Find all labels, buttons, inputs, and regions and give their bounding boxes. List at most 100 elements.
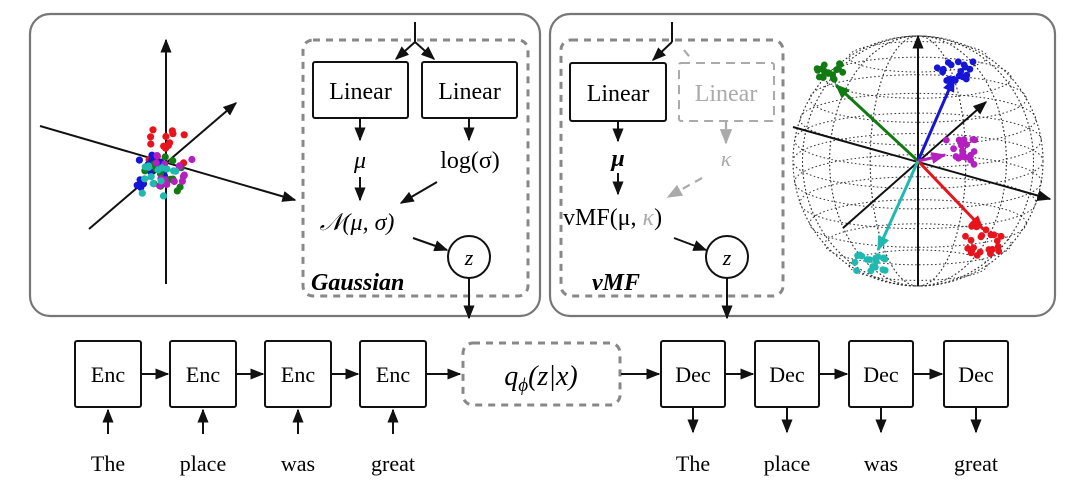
gaussian-split-left bbox=[394, 41, 416, 60]
encoder-input-word: was bbox=[281, 451, 315, 476]
posterior-q: q bbox=[504, 361, 518, 392]
decoder-cell-label: Dec bbox=[769, 362, 805, 387]
encoder-input-word: great bbox=[371, 451, 415, 476]
scatter-point bbox=[133, 181, 141, 189]
scatter-point bbox=[170, 177, 178, 185]
sphere-point-cyan bbox=[874, 253, 882, 260]
encoder-cell: Enc bbox=[264, 340, 332, 408]
mean-direction-blue bbox=[916, 76, 956, 162]
sphere-longitude bbox=[869, 35, 967, 287]
decoder-output-word: The bbox=[676, 451, 710, 476]
sphere-point-red bbox=[988, 245, 996, 253]
gaussian-panel bbox=[28, 12, 542, 318]
sphere-point-blue bbox=[959, 73, 967, 81]
sphere-point-red bbox=[994, 243, 1002, 250]
gaussian-linear-left: Linear bbox=[312, 61, 409, 119]
sphere-point-magenta bbox=[967, 151, 974, 159]
sphere-point-blue bbox=[954, 58, 962, 66]
encoder-input-word: The bbox=[91, 451, 125, 476]
vmf-split-right bbox=[683, 49, 693, 61]
sphere-point-cyan bbox=[851, 258, 859, 266]
z-label: z bbox=[464, 245, 474, 270]
scatter-point bbox=[176, 183, 184, 191]
vmf-split-left bbox=[651, 41, 673, 61]
encoder-cell: Enc bbox=[74, 340, 142, 408]
sphere-point-magenta bbox=[957, 142, 965, 149]
sphere-point-blue bbox=[939, 65, 947, 73]
vmf-prefix: vMF(μ, bbox=[563, 205, 643, 231]
arrow-sigma-to-normal bbox=[399, 181, 438, 204]
scatter-point bbox=[169, 157, 177, 165]
vmf-linear-inactive-label: Linear bbox=[695, 81, 758, 107]
decoder-cell-label: Dec bbox=[863, 362, 899, 387]
vmf-distribution-label: vMF(μ, κ) bbox=[563, 205, 662, 231]
sphere-point-green bbox=[829, 71, 836, 79]
scatter-point bbox=[180, 171, 188, 179]
vmf-linear-active-label: Linear bbox=[587, 81, 650, 107]
vmf-panel bbox=[548, 12, 1057, 318]
encoder-cell-label: Enc bbox=[91, 362, 125, 387]
linear-right-label: Linear bbox=[438, 79, 501, 105]
scatter-point bbox=[180, 131, 188, 139]
decoder-cell-label: Dec bbox=[675, 362, 711, 387]
decoder-cell: Dec bbox=[943, 340, 1009, 408]
scatter-point bbox=[138, 189, 146, 197]
gaussian-linear-right: Linear bbox=[421, 61, 518, 119]
linear-left-label: Linear bbox=[329, 79, 392, 105]
decoder-output-word: was bbox=[864, 451, 898, 476]
sphere-point-magenta bbox=[970, 161, 978, 168]
mean-direction-cyan bbox=[876, 160, 920, 252]
scatter-point bbox=[145, 162, 153, 170]
sphere-point-magenta bbox=[952, 153, 960, 160]
vmf-suffix: ) bbox=[654, 205, 662, 231]
vmf-arrow-kappa-to-dist bbox=[666, 177, 703, 198]
gaussian-axes bbox=[39, 38, 297, 284]
sphere-point-red bbox=[993, 237, 1001, 245]
sphere-point-cyan bbox=[858, 252, 866, 260]
scatter-point bbox=[152, 159, 160, 167]
decoder-cell: Dec bbox=[754, 340, 820, 408]
scatter-point bbox=[170, 167, 178, 175]
gaussian-z-node: z bbox=[447, 235, 491, 279]
sphere-point-red bbox=[962, 232, 969, 240]
mean-direction-magenta bbox=[917, 152, 947, 164]
scatter-point bbox=[163, 165, 171, 173]
encoder-cell: Enc bbox=[169, 340, 237, 408]
vmf-z-node: z bbox=[705, 235, 749, 279]
sphere-point-magenta bbox=[960, 136, 968, 144]
posterior-sub: ϕ bbox=[518, 375, 528, 396]
scatter-point bbox=[153, 152, 161, 160]
encoder-cell-label: Enc bbox=[186, 362, 220, 387]
sphere-point-magenta bbox=[942, 136, 950, 144]
sphere-point-blue bbox=[969, 58, 977, 66]
log-sigma-label: log(σ) bbox=[440, 148, 500, 174]
kappa-label: κ bbox=[721, 146, 732, 171]
sphere-point-red bbox=[997, 232, 1005, 240]
sphere-point-blue bbox=[957, 68, 965, 75]
gaussian-scatter bbox=[133, 126, 196, 200]
scatter-point bbox=[154, 166, 162, 174]
mu-label: μ bbox=[353, 148, 366, 174]
scatter-point bbox=[141, 175, 149, 183]
vmf-arrow-to-z bbox=[673, 237, 708, 251]
sphere-point-green bbox=[836, 61, 844, 68]
decoder-output-word: great bbox=[954, 451, 998, 476]
scatter-point bbox=[157, 177, 165, 185]
sphere-point-red bbox=[968, 222, 975, 230]
sphere-point-magenta bbox=[959, 150, 967, 158]
encoder-input-word: place bbox=[180, 451, 226, 476]
sphere-point-red bbox=[976, 248, 984, 256]
scatter-point bbox=[161, 153, 169, 161]
vmf-title: vMF bbox=[592, 270, 640, 296]
scatter-point bbox=[147, 133, 155, 141]
scatter-point bbox=[164, 141, 172, 150]
arrow-normal-to-z bbox=[412, 237, 449, 252]
sphere-point-red bbox=[967, 236, 975, 244]
scatter-point bbox=[149, 180, 157, 188]
sphere-point-green bbox=[839, 68, 847, 76]
sphere-point-cyan bbox=[881, 255, 889, 263]
scatter-point bbox=[135, 156, 143, 164]
